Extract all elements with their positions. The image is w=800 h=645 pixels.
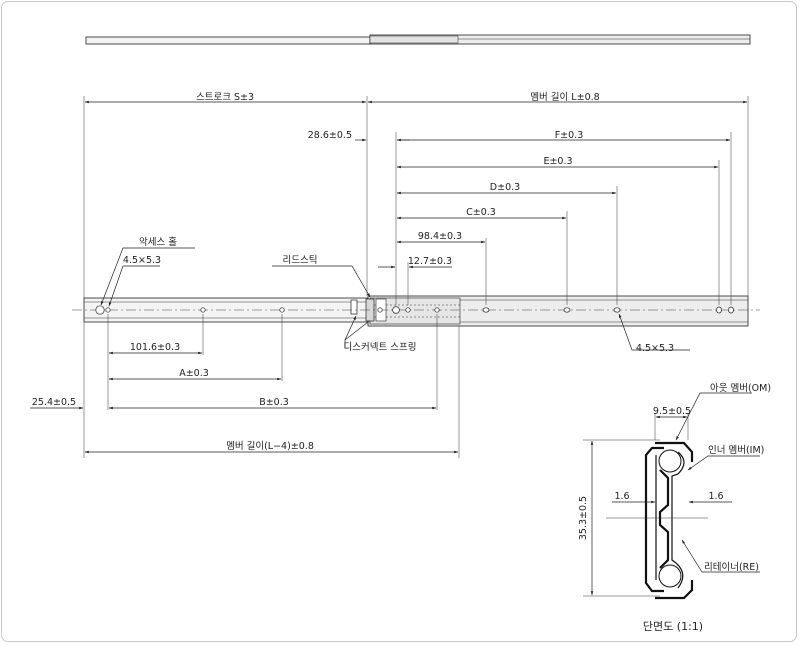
- hole-size-right-label: 4.5×5.3: [636, 343, 674, 354]
- dim-f-label: F±0.3: [555, 130, 584, 141]
- dim-12-7-label: 12.7±0.3: [408, 256, 452, 267]
- top-view-rail: [85, 34, 751, 45]
- stroke-label: 스트로크 S±3: [196, 92, 254, 103]
- member-length-label: 멤버 길이 L±0.8: [530, 91, 599, 103]
- section-caption: 단면도 (1:1): [643, 620, 703, 633]
- dim-d-label: D±0.3: [490, 182, 520, 193]
- cross-section-labels: 아웃 멤버(OM) 9.5±0.5 인너 멤버(IM) 1.6 1.6 35.3…: [578, 383, 771, 633]
- dim-9-5-label: 9.5±0.5: [653, 406, 691, 417]
- dim-98-4-label: 98.4±0.3: [418, 231, 462, 242]
- hole-size-top-label: 4.5×5.3: [123, 255, 161, 266]
- dim-1-6-right-label: 1.6: [708, 491, 723, 502]
- outer-member-label: 아웃 멤버(OM): [710, 383, 771, 394]
- side-view-rail: [72, 295, 760, 327]
- dimension-lines: [30, 100, 748, 454]
- dim-28-6-label: 28.6±0.5: [308, 130, 352, 141]
- cross-section: [583, 392, 760, 600]
- dimension-labels: 스트로크 S±3 멤버 길이 L±0.8 28.6±0.5 F±0.3 E±0.…: [32, 91, 674, 452]
- dim-c-label: C±0.3: [466, 207, 496, 218]
- access-hole-label: 악세스 홀: [139, 236, 177, 248]
- dim-101-6-label: 101.6±0.3: [130, 342, 180, 353]
- dim-25-4-label: 25.4±0.5: [32, 397, 76, 408]
- dim-a-label: A±0.3: [179, 368, 209, 379]
- dim-b-label: B±0.3: [259, 397, 289, 408]
- lead-stick-label: 리드스틱: [283, 254, 318, 266]
- dim-1-6-left-label: 1.6: [614, 491, 629, 502]
- dim-e-label: E±0.3: [543, 156, 572, 167]
- dim-35-3-label: 35.3±0.5: [578, 496, 589, 540]
- extension-lines: [83, 96, 749, 458]
- disconnect-spring-label: 디스커넥트 스프링: [344, 341, 417, 353]
- member-length-short-label: 멤버 길이(L−4)±0.8: [226, 440, 314, 452]
- leader-lines: [100, 247, 690, 351]
- retainer-label: 리테이너(RE): [704, 562, 759, 573]
- inner-member-label: 인너 멤버(IM): [708, 445, 764, 456]
